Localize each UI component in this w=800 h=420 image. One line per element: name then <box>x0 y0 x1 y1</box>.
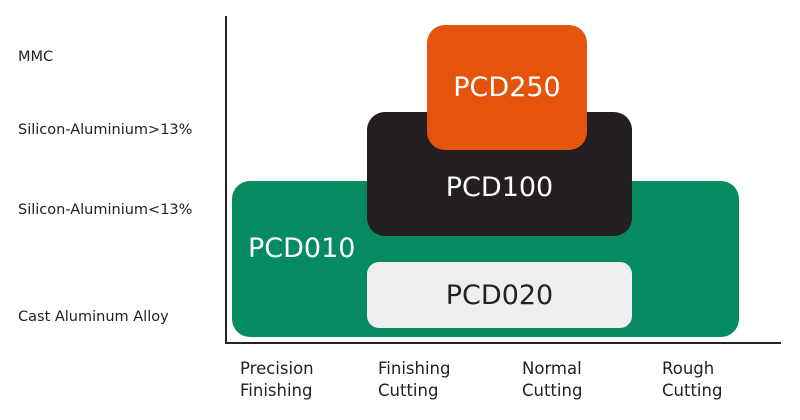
x-label-line1: Precision <box>240 359 314 378</box>
x-label-line1: Finishing <box>378 359 451 378</box>
pcd250-label: PCD250 <box>453 72 561 103</box>
x-label-line2: Cutting <box>522 381 583 400</box>
y-label-cast-aluminum: Cast Aluminum Alloy <box>18 309 169 325</box>
y-label-si-al-below-13: Silicon-Aluminium<13% <box>18 202 193 218</box>
pcd020-region: PCD020 <box>367 262 632 328</box>
x-label-line1: Rough <box>662 359 715 378</box>
x-label-line2: Finishing <box>240 381 313 400</box>
y-label-mmc: MMC <box>18 49 54 65</box>
x-label-line1: Normal <box>522 359 582 378</box>
pcd250-region: PCD250 <box>427 25 587 150</box>
pcd020-label: PCD020 <box>445 279 554 311</box>
y-label-si-al-above-13: Silicon-Aluminium>13% <box>18 122 193 138</box>
x-label-line2: Cutting <box>378 381 439 400</box>
pcd100-region: PCD100 <box>367 112 632 236</box>
pcd100-label: PCD100 <box>445 171 554 203</box>
pcd010-label: PCD010 <box>248 233 356 264</box>
x-label-line2: Cutting <box>662 381 723 400</box>
x-axis <box>225 342 781 344</box>
y-axis <box>225 16 227 344</box>
